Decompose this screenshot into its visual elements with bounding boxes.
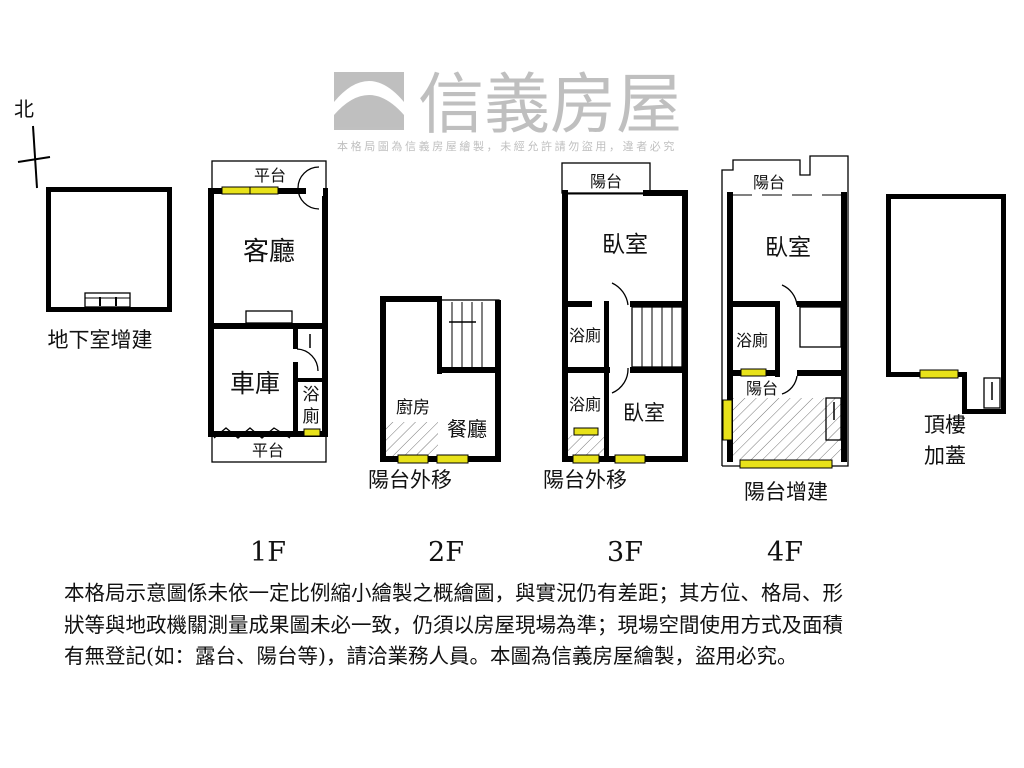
roof-caption-2: 加蓋 [924,444,966,468]
label-bedroom-1: 臥室 [602,232,648,258]
label-platform-top: 平台 [254,166,286,185]
watermark: 信義房屋 本格局圖為信義房屋繪製，未經允許請勿盜用，違者必究 [334,66,682,153]
basement-caption: 地下室增建 [48,328,153,352]
disclaimer-line: 狀等與地政機關測量成果圖未必一致，仍須以房屋現場為準；現場空間使用方式及面積 [64,612,843,637]
label-balcony: 陽台 [590,172,622,191]
label-garage: 車庫 [230,369,280,398]
label-bedroom: 臥室 [765,235,811,261]
stairs-icon [84,292,131,308]
floor-3-plan: 陽台 臥室 浴廁 浴廁 臥室 陽台外移 [543,162,688,492]
label-bath: 浴 [303,385,320,405]
label-balcony-top: 陽台 [753,173,785,192]
roof-caption-1: 頂樓 [924,413,966,437]
label-bath-1: 浴廁 [569,326,601,345]
label-toilet: 廁 [303,406,320,427]
disclaimer-line: 有無登記(如：露台、陽台等)，請洽業務人員。本圖為信義房屋繪製，盜用必究。 [64,644,798,668]
disclaimer: 本格局示意圖係未依一定比例縮小繪製之概繪圖，與實況仍有差距；其方位、格局、形狀等… [64,578,1024,673]
label-balcony: 陽台 [746,379,778,398]
label-bedroom-2: 臥室 [623,401,665,425]
roof-plan: 頂樓 加蓋 [886,194,1006,468]
north-arrow-icon: 北 [14,97,51,189]
floor-label-4f: 4F [767,537,803,568]
basement-plan: 地下室增建 [46,187,172,352]
disclaimer-line: 本格局示意圖係未依一定比例縮小繪製之概繪圖，與實況仍有差距；其方位、格局、形 [64,581,843,605]
floor-2-plan: 廚房 餐廳 陽台外移 [368,296,501,492]
floor-3-caption: 陽台外移 [543,468,627,492]
floor-4-caption: 陽台增建 [744,480,828,504]
floor-label-2f: 2F [428,537,464,568]
floor-label-1f: 1F [250,537,286,568]
label-bath-2: 浴廁 [569,395,601,414]
label-living-room: 客廳 [243,237,295,267]
label-dining: 餐廳 [447,417,487,441]
floor-4-plan: 陽台 臥室 浴廁 陽台 陽台增建 [721,155,849,504]
watermark-brand: 信義房屋 [418,66,682,143]
watermark-notice: 本格局圖為信義房屋繪製，未經允許請勿盜用，違者必究 [337,139,677,153]
floor-label-3f: 3F [607,537,643,568]
floor-1-plan: 平台 客廳 車庫 浴 廁 平台 [208,160,328,463]
floor-2-caption: 陽台外移 [368,468,452,492]
label-kitchen: 廚房 [396,397,430,418]
brand-logo-icon [334,72,404,130]
label-bath: 浴廁 [736,331,768,350]
label-platform-bottom: 平台 [252,441,284,460]
north-label: 北 [14,97,34,121]
